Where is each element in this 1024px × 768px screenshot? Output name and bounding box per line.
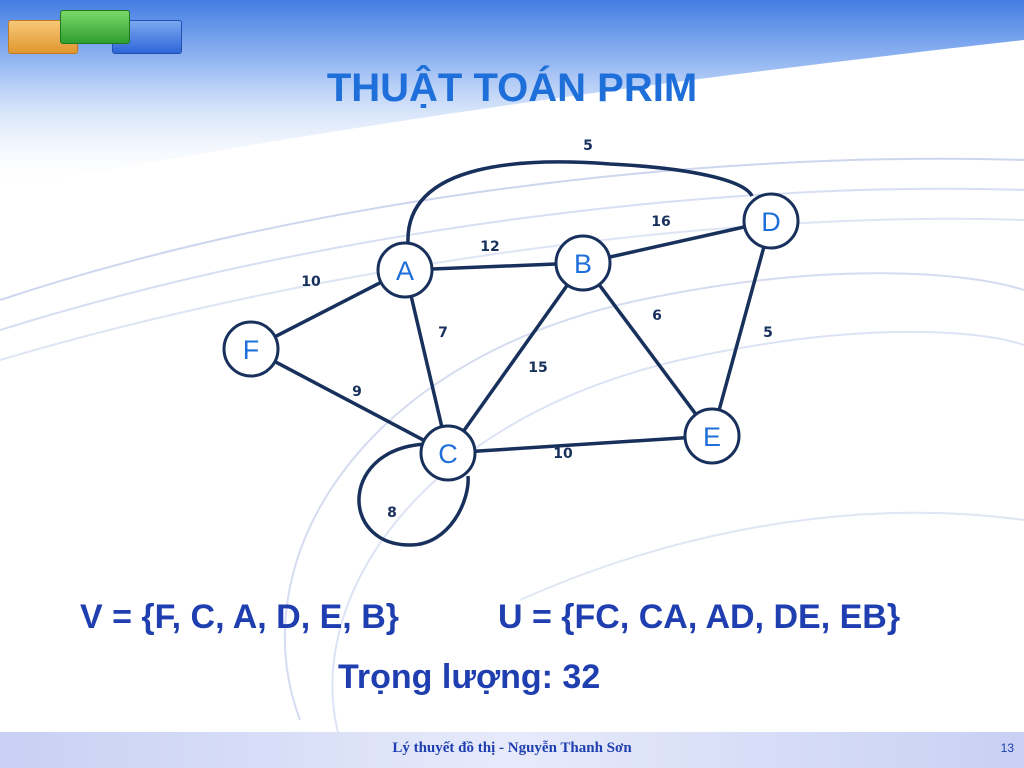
edge-weight-b-d: 16	[651, 214, 670, 230]
edge-f-a	[274, 280, 382, 339]
edge-b-d	[608, 225, 746, 259]
total-weight: Trọng lượng: 32	[338, 658, 601, 696]
edge-a-c	[409, 295, 444, 428]
edge-weight-d-e: 5	[763, 325, 773, 341]
node-label: B	[574, 249, 592, 279]
node-label: F	[243, 335, 260, 365]
decor-green-block	[60, 10, 130, 44]
edge-weight-a-c: 7	[438, 325, 448, 341]
node-circle	[554, 234, 612, 292]
node-label: D	[761, 207, 781, 237]
page-number: 13	[1000, 741, 1014, 755]
node-f: F	[222, 320, 280, 378]
node-circle	[419, 424, 477, 482]
node-label: A	[396, 256, 414, 286]
edge-weight-a-d: 5	[583, 138, 593, 154]
edge-weight-c-c: 8	[387, 505, 397, 521]
node-b: B	[554, 234, 612, 292]
node-a: A	[376, 241, 434, 299]
edge-weight-b-c: 15	[528, 360, 547, 376]
footer-bar	[0, 732, 1024, 768]
node-label: E	[703, 422, 721, 452]
edge-weight-a-b: 12	[480, 239, 499, 255]
node-label: C	[438, 439, 458, 469]
node-circle	[376, 241, 434, 299]
node-circle	[222, 320, 280, 378]
edge-b-e	[597, 283, 698, 416]
edge-weight-f-c: 9	[352, 384, 362, 400]
node-circle	[683, 407, 741, 465]
slide-title: THUẬT TOÁN PRIM	[326, 66, 698, 110]
node-e: E	[683, 407, 741, 465]
edge-a-d	[406, 160, 754, 244]
edge-weight-f-a: 10	[301, 274, 321, 290]
edge-set: U = {FC, CA, AD, DE, EB}	[498, 598, 901, 636]
node-c: C	[419, 424, 477, 482]
node-circle	[742, 192, 800, 250]
edge-c-c	[357, 442, 470, 547]
node-d: D	[742, 192, 800, 250]
edge-weight-b-e: 6	[652, 308, 662, 324]
edge-f-c	[274, 360, 425, 442]
edge-a-b	[431, 262, 557, 271]
edge-b-c	[462, 283, 569, 433]
edge-d-e	[717, 246, 766, 411]
edge-weight-c-e: 10	[553, 446, 573, 462]
edge-c-e	[474, 435, 686, 454]
vertex-set: V = {F, C, A, D, E, B}	[80, 598, 399, 636]
footer-text: Lý thuyết đồ thị - Nguyễn Thanh Sơn	[392, 740, 632, 756]
